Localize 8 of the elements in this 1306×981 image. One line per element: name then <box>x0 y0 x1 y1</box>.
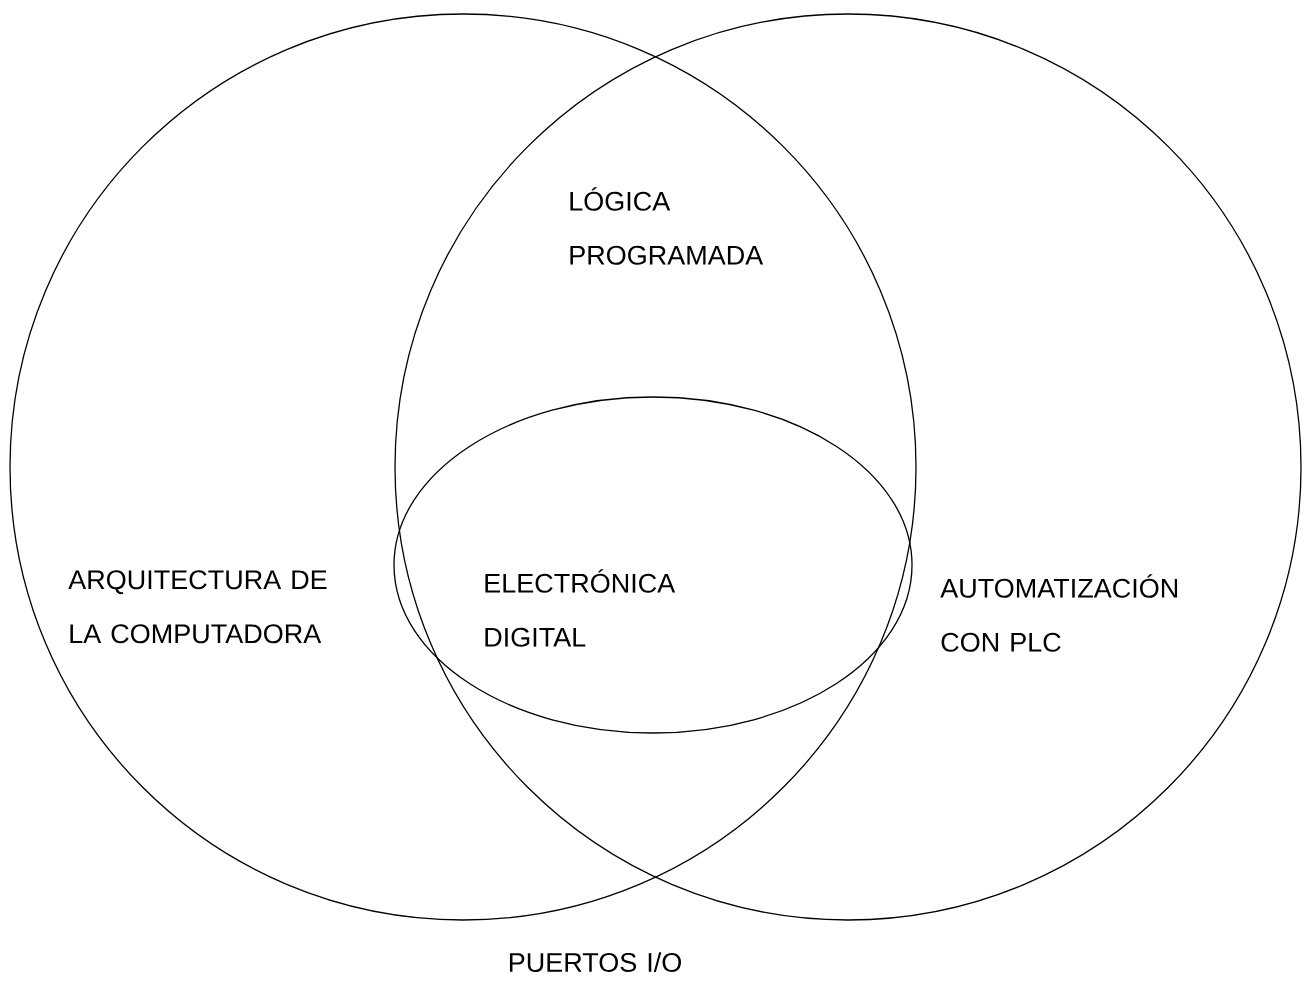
region-label: ARQUITECTURA DE LA COMPUTADORA <box>68 570 327 644</box>
venn-circle <box>394 13 1302 921</box>
region-label: ELECTRÓNICA DIGITAL <box>485 569 676 647</box>
region-label: LÓGICA PROGRAMADA <box>570 187 764 265</box>
region-label: PUERTOS I/O <box>509 952 681 972</box>
region-label: AUTOMATIZACIÓN CON PLC <box>940 574 1178 652</box>
venn-circle <box>9 13 917 921</box>
venn-ellipse <box>393 396 913 734</box>
